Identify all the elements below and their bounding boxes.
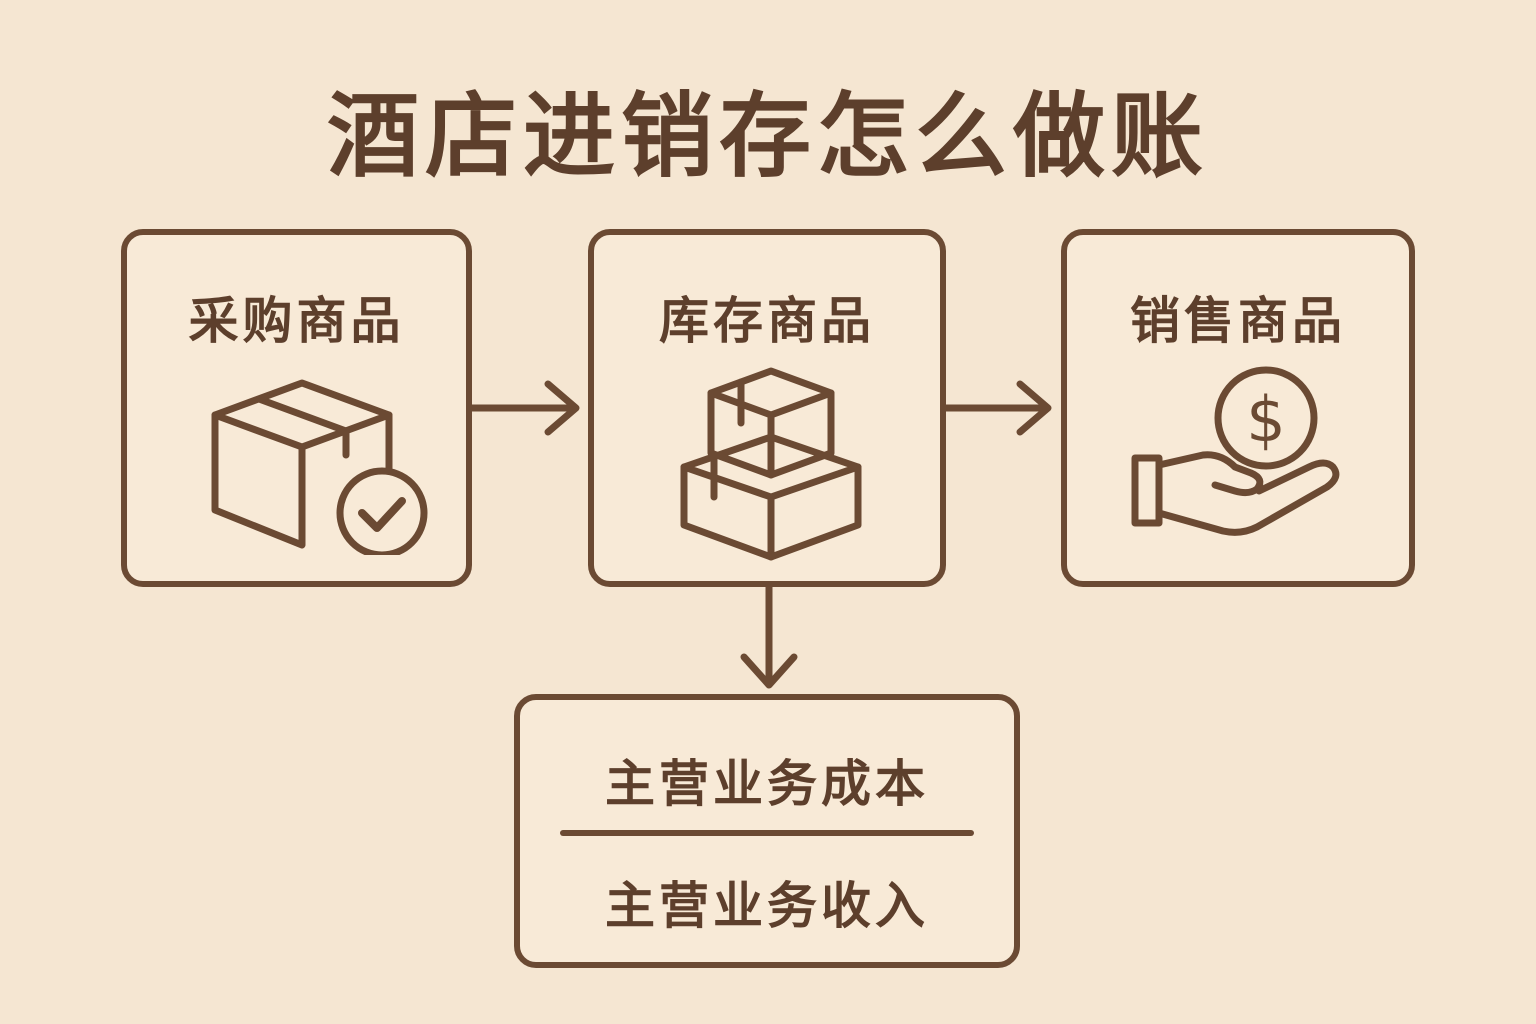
purchase-label: 采购商品 [188, 292, 405, 350]
inventory-box: 库存商品 [588, 229, 946, 587]
hand-dollar-icon: $ [1131, 366, 1340, 536]
inventory-label: 库存商品 [659, 292, 875, 350]
sales-label: 销售商品 [1130, 292, 1346, 350]
arrow-right-1 [472, 380, 580, 436]
cost-label: 主营业务成本 [605, 755, 929, 813]
revenue-label: 主营业务收入 [605, 877, 929, 935]
purchase-box: 采购商品 [121, 229, 472, 587]
box-check-icon [211, 379, 428, 555]
arrow-right-2 [946, 380, 1052, 436]
sales-box: 销售商品 $ [1061, 229, 1415, 587]
svg-text:$: $ [1246, 383, 1285, 456]
ledger-box: 主营业务成本 主营业务收入 [514, 694, 1020, 968]
stacked-boxes-icon [680, 367, 862, 561]
arrow-down [740, 587, 798, 689]
ledger-divider [560, 830, 974, 836]
page-title: 酒店进销存怎么做账 [326, 83, 1209, 190]
